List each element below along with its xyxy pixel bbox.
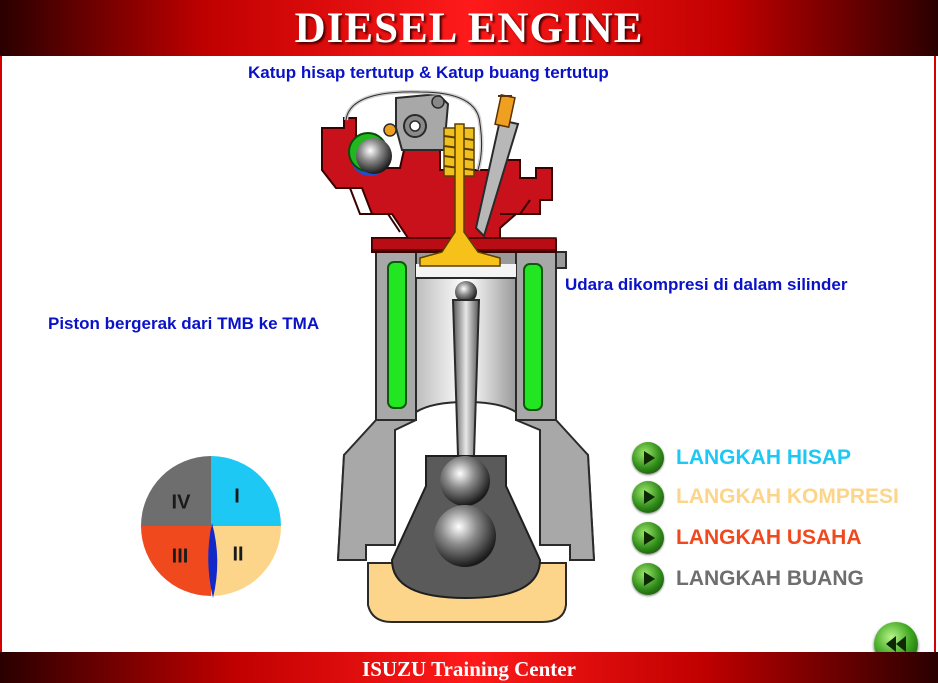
wheel-label-i: I — [234, 485, 240, 507]
wheel-quadrant-iii — [141, 526, 211, 596]
wheel-label-iii: III — [172, 545, 189, 567]
menu-item-1[interactable]: LANGKAH HISAP — [632, 442, 932, 476]
stroke-pointer — [208, 523, 218, 598]
crankshaft-main-journal — [434, 505, 496, 567]
menu-item-3[interactable]: LANGKAH USAHA — [632, 522, 932, 556]
menu-item-label[interactable]: LANGKAH BUANG — [676, 567, 864, 590]
menu-item-4[interactable]: LANGKAH BUANG — [632, 563, 932, 597]
play-icon[interactable] — [632, 481, 664, 513]
camshaft — [356, 138, 392, 174]
piston-motion-caption: Piston bergerak dari TMB ke TMA — [48, 314, 320, 333]
menu-item-label[interactable]: LANGKAH USAHA — [676, 526, 862, 549]
fuel-injector — [474, 93, 520, 238]
header-bar: DIESEL ENGINE — [0, 0, 938, 56]
wheel-quadrant-iv — [141, 456, 211, 526]
play-icon[interactable] — [632, 442, 664, 474]
piston-pin — [455, 281, 477, 303]
play-icon[interactable] — [632, 563, 664, 595]
wheel-quadrant-ii — [211, 526, 281, 596]
wheel-quadrant-i — [211, 456, 281, 526]
air-compression-caption: Udara dikompresi di dalam silinder — [565, 275, 848, 294]
page-title: DIESEL ENGINE — [294, 5, 644, 52]
coolant-jacket-right — [523, 263, 543, 411]
footer-bar: ISUZU Training Center — [0, 652, 938, 683]
coolant-jacket-left — [387, 261, 407, 409]
footer-text: ISUZU Training Center — [362, 657, 576, 681]
wheel-label-iv: IV — [172, 491, 192, 513]
menu-item-label[interactable]: LANGKAH HISAP — [676, 446, 852, 469]
play-icon[interactable] — [632, 522, 664, 554]
menu-item-2[interactable]: LANGKAH KOMPRESI — [632, 481, 932, 515]
valve-status-caption: Katup hisap tertutup & Katup buang tertu… — [248, 63, 609, 82]
content-frame — [0, 56, 936, 652]
rewind-icon — [886, 636, 906, 652]
menu-item-label[interactable]: LANGKAH KOMPRESI — [676, 485, 899, 508]
wheel-label-ii: II — [232, 543, 243, 565]
crank-pin — [440, 456, 490, 506]
intake-valve — [419, 123, 501, 267]
